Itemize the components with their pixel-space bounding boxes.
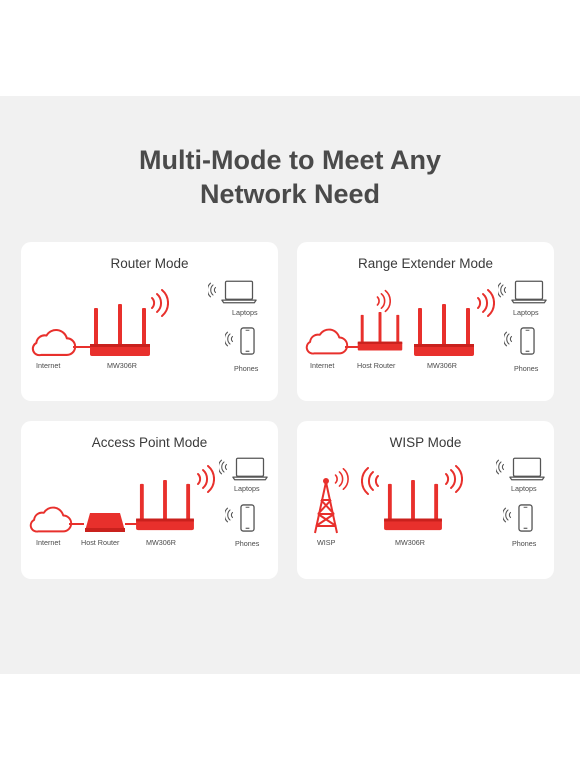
wifi-signal-icon (443, 465, 463, 493)
laptops-label: Laptops (232, 308, 258, 317)
cloud-icon (27, 504, 73, 534)
host-router-label: Host Router (81, 538, 120, 547)
connection-line (345, 346, 359, 348)
router-icon (383, 479, 443, 533)
phone-icon (520, 327, 535, 355)
connection-line (125, 523, 137, 525)
phones-label: Phones (512, 539, 537, 548)
title-line-1: Multi-Mode to Meet Any (139, 145, 441, 175)
internet-label: Internet (36, 538, 61, 547)
laptop-icon (221, 280, 257, 304)
phones-label: Phones (514, 364, 539, 373)
page-title: Multi-Mode to Meet Any Network Need (0, 143, 580, 211)
router-icon (135, 479, 195, 533)
phones-label: Phones (234, 364, 259, 373)
wifi-signal-icon (496, 459, 506, 475)
card-access-point-mode: Access Point Mode Internet Host Router M… (21, 421, 278, 579)
wifi-signal-icon (498, 282, 508, 298)
wifi-signal-icon (225, 507, 235, 523)
wifi-signal-icon (225, 331, 235, 347)
title-line-2: Network Need (199, 179, 381, 209)
wifi-signal-icon (375, 289, 391, 313)
laptops-label: Laptops (511, 484, 537, 493)
host-router-icon (83, 511, 127, 533)
host-router-label: Host Router (357, 361, 396, 370)
internet-label: Internet (36, 361, 61, 370)
card-title: Range Extender Mode (357, 256, 494, 271)
card-title: Router Mode (110, 256, 189, 271)
card-title: WISP Mode (389, 435, 462, 450)
wifi-signal-icon (333, 468, 349, 490)
phone-icon (240, 327, 255, 355)
wifi-signal-icon (503, 507, 513, 523)
wifi-signal-icon (504, 331, 514, 347)
wifi-signal-icon (195, 465, 215, 493)
router-label: MW306R (146, 538, 176, 547)
cloud-icon (29, 326, 77, 358)
router-label: MW306R (395, 538, 425, 547)
connection-line (73, 346, 91, 348)
connection-line (69, 523, 84, 525)
internet-label: Internet (310, 361, 335, 370)
card-title: Access Point Mode (91, 435, 208, 450)
laptop-icon (232, 457, 268, 481)
router-icon (89, 303, 151, 359)
laptop-icon (509, 457, 545, 481)
wifi-signal-icon (475, 289, 495, 317)
laptops-label: Laptops (513, 308, 539, 317)
wifi-signal-icon (149, 289, 169, 317)
router-icon (413, 303, 475, 359)
phone-icon (240, 504, 255, 532)
router-label: MW306R (427, 361, 457, 370)
laptop-icon (511, 280, 547, 304)
card-wisp-mode: WISP Mode WISP MW306R Laptops Phones (297, 421, 554, 579)
phone-icon (518, 504, 533, 532)
wifi-signal-icon (219, 459, 229, 475)
wifi-signal-icon (361, 467, 381, 495)
wisp-label: WISP (317, 538, 336, 547)
card-router-mode: Router Mode Internet MW306R Laptops Phon… (21, 242, 278, 401)
phones-label: Phones (235, 539, 260, 548)
wifi-signal-icon (208, 282, 218, 298)
card-range-extender-mode: Range Extender Mode Internet Host Router… (297, 242, 554, 401)
laptops-label: Laptops (234, 484, 260, 493)
cloud-icon (303, 326, 349, 356)
router-label: MW306R (107, 361, 137, 370)
